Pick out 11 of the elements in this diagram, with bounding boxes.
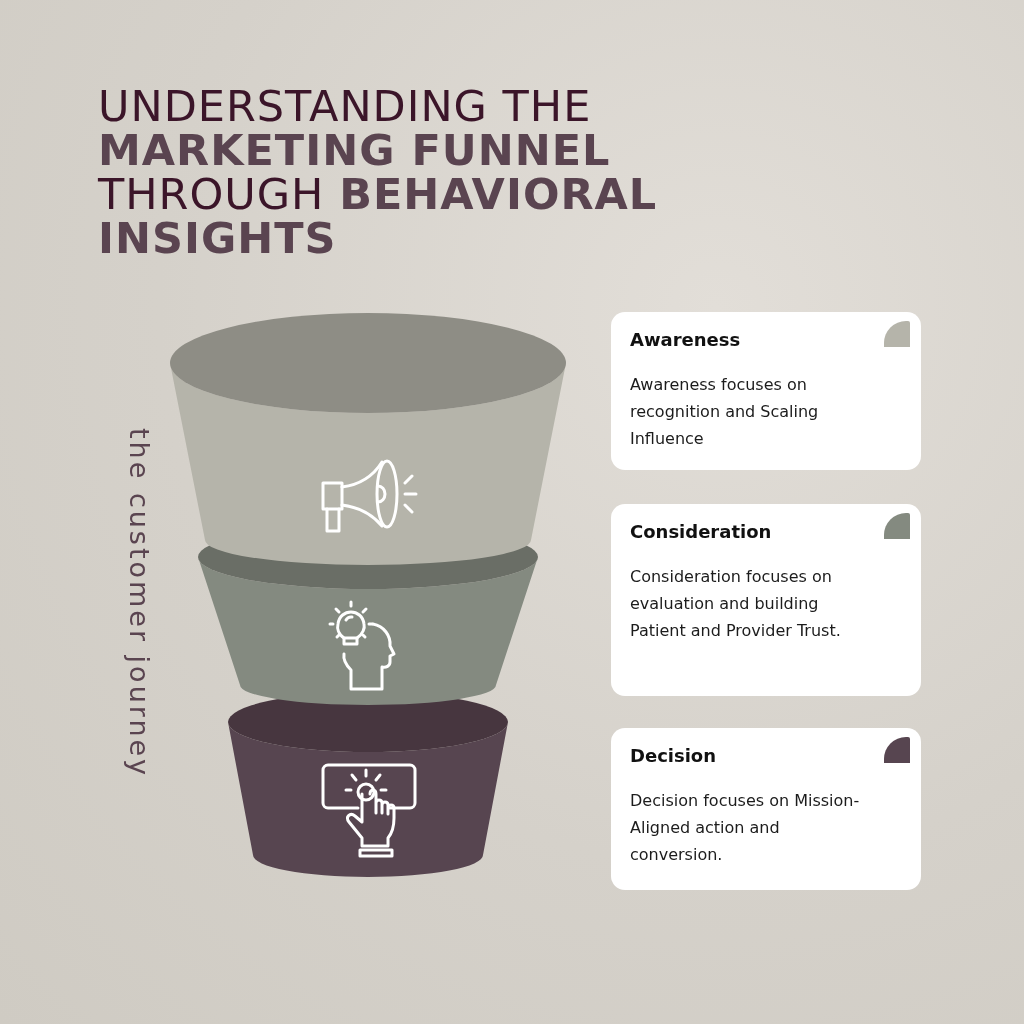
title: UNDERSTANDING THE MARKETING FUNNEL THROUGH BEHAVIORAL INSIGHTS [98,84,659,260]
card-heading: Consideration [630,521,773,543]
info-card [611,504,921,696]
card-description: Decision focuses on Mission-Aligned action and conversion. [630,790,861,866]
vertical-caption: the customer journey [126,428,153,779]
card-description: Awareness focuses on recognition and Scaling Influence [630,374,820,450]
card-heading: Decision [630,745,718,767]
card-description: Consideration focuses on evaluation and building Patient and Provider Trust. [630,566,842,642]
info-card [611,728,921,890]
info-card [611,312,921,470]
card-heading: Awareness [630,329,742,351]
